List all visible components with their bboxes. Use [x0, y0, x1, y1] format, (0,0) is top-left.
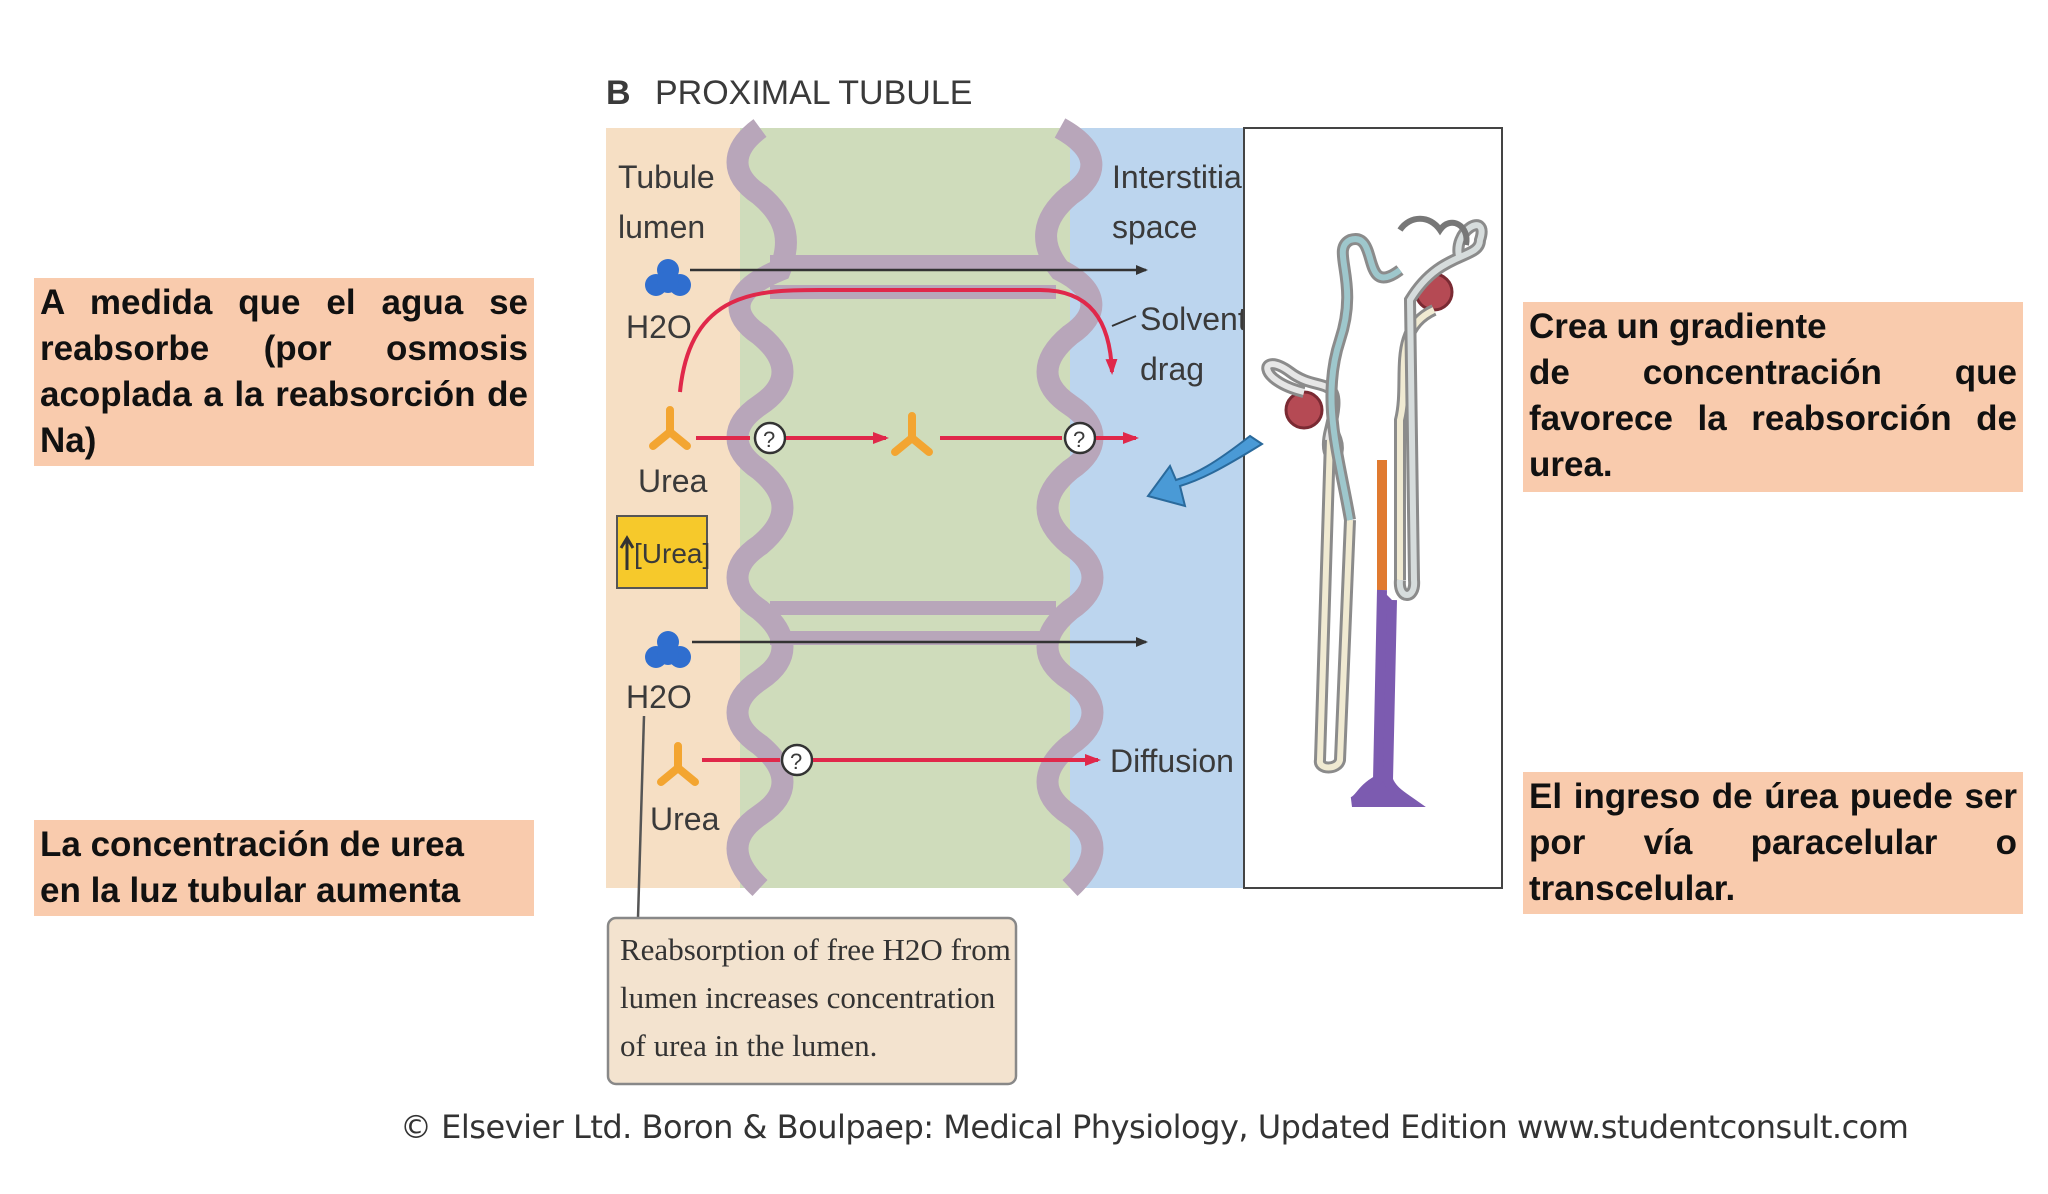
transporter-paracellular-q: ?: [790, 749, 802, 774]
callout-water-reabsorption-text: A medida que el agua se reabsorbe (por o…: [40, 283, 528, 460]
transporter-basolateral-q: ?: [1073, 427, 1085, 452]
callout-gradient-rest: de concentración que favorece la reabsor…: [1529, 353, 2017, 484]
urea-label-lower: Urea: [650, 801, 720, 837]
inset-pointer-arrow: [1146, 434, 1264, 508]
note-line-2: lumen increases concentration: [620, 980, 996, 1015]
increase-arrow-icon: [619, 535, 635, 570]
urea-concentration-label: [Urea]: [634, 538, 710, 569]
solvent-drag-label-2: drag: [1140, 351, 1204, 387]
callout-urea-entry-text: El ingreso de úrea puede ser por vía par…: [1529, 777, 2017, 908]
callout-urea-concentration-line1: La concentración de urea: [40, 825, 465, 864]
callout-urea-concentration-line2: en la luz tubular aumenta: [40, 871, 461, 910]
urea-label-upper: Urea: [638, 463, 708, 499]
note-line-1: Reabsorption of free H2O from: [620, 932, 1011, 967]
h2o-label-lower: H2O: [626, 679, 692, 715]
h2o-label-upper: H2O: [626, 309, 692, 345]
diffusion-label: Diffusion: [1110, 743, 1234, 779]
figure-title: PROXIMAL TUBULE: [655, 74, 972, 112]
interstitial-label-2: space: [1112, 209, 1197, 245]
note-box: [606, 916, 1018, 1086]
transporter-apical-q: ?: [763, 427, 775, 452]
nephron-drawing-icon: [1261, 215, 1488, 807]
callout-urea-entry: El ingreso de úrea puede ser por vía par…: [1523, 772, 2023, 914]
solvent-drag-label-1: Solvent: [1140, 301, 1247, 337]
note-line-3: of urea in the lumen.: [620, 1028, 877, 1063]
lateral-space-lower: [770, 601, 1056, 645]
note-leader-line: [636, 715, 646, 919]
callout-gradient-line1: Crea un gradiente: [1529, 307, 1827, 346]
callout-urea-concentration: La concentración de urea en la luz tubul…: [34, 820, 534, 916]
solvent-drag-leader: [1111, 315, 1137, 327]
tubule-lumen-label-1: Tubule: [618, 159, 715, 195]
copyright-credit: © Elsevier Ltd. Boron & Boulpaep: Medica…: [400, 1108, 1909, 1146]
callout-water-reabsorption: A medida que el agua se reabsorbe (por o…: [34, 278, 534, 466]
solvent-drag-arrow: [678, 288, 1118, 393]
urea-concentration-box: [616, 515, 708, 589]
tubule-lumen-label-2: lumen: [618, 209, 705, 245]
panel-letter: B: [606, 74, 631, 112]
interstitial-label-1: Interstitial: [1112, 159, 1249, 195]
callout-gradient: Crea un gradiente de concentración que f…: [1523, 302, 2023, 492]
